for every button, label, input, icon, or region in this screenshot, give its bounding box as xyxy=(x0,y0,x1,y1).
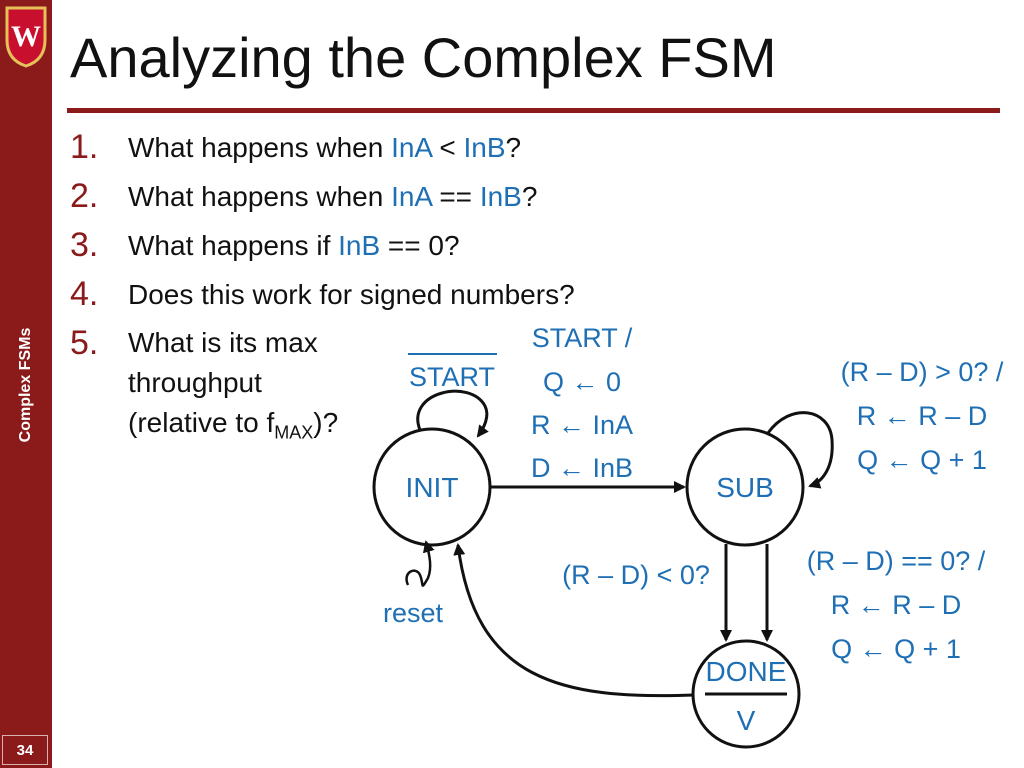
question-text: What happens if InB == 0? xyxy=(128,230,460,261)
init-self-loop-label: START xyxy=(409,362,495,392)
sub-to-done-neg-label: (R – D) < 0? xyxy=(562,560,710,590)
title-divider xyxy=(67,108,1000,113)
reset-arrow xyxy=(405,540,435,587)
question-number: 2. xyxy=(70,177,99,215)
question-number: 4. xyxy=(70,275,99,313)
init-to-sub-label-1: START / xyxy=(532,323,633,353)
question-number: 5. xyxy=(70,324,99,362)
question-text: What happens when InA == InB? xyxy=(128,181,538,212)
state-sub xyxy=(685,427,805,547)
init-to-sub-label-2: Q ← 0 xyxy=(543,367,621,397)
page-number: 34 xyxy=(2,735,48,765)
sub-to-done-zero-label-2: R ← R – D xyxy=(831,590,962,620)
crest-letter: W xyxy=(11,20,41,53)
state-sub-label: SUB xyxy=(716,472,774,503)
sub-self-loop-label-3: Q ← Q + 1 xyxy=(857,445,987,475)
sub-to-done-zero-label-1: (R – D) == 0? / xyxy=(807,546,986,576)
sub-self-loop-label-2: R ← R – D xyxy=(857,401,988,431)
university-crest-icon: W xyxy=(5,6,47,68)
question-number: 1. xyxy=(70,128,99,166)
done-to-init-arrow xyxy=(453,543,695,698)
state-done-output: V xyxy=(737,705,756,736)
init-to-sub-label-4: D ← InB xyxy=(531,453,633,483)
slide-title: Analyzing the Complex FSM xyxy=(70,26,777,89)
state-init-label: INIT xyxy=(406,472,459,503)
sub-to-done-zero-label-3: Q ← Q + 1 xyxy=(831,634,961,664)
sub-self-loop-arrow xyxy=(766,411,834,489)
question-text: What happens when InA < InB? xyxy=(128,132,522,163)
question-text: What is its max throughput (relative to … xyxy=(128,327,339,443)
init-self-loop-arrow xyxy=(416,389,489,438)
question-number: 3. xyxy=(70,226,99,264)
reset-label: reset xyxy=(383,598,444,628)
state-done-label: DONE xyxy=(706,656,787,687)
sub-self-loop-label-1: (R – D) > 0? / xyxy=(841,357,1004,387)
question-text: Does this work for signed numbers? xyxy=(128,279,575,310)
init-to-sub-label-3: R ← InA xyxy=(531,410,633,440)
sidebar: W Complex FSMs 34 xyxy=(0,0,52,768)
